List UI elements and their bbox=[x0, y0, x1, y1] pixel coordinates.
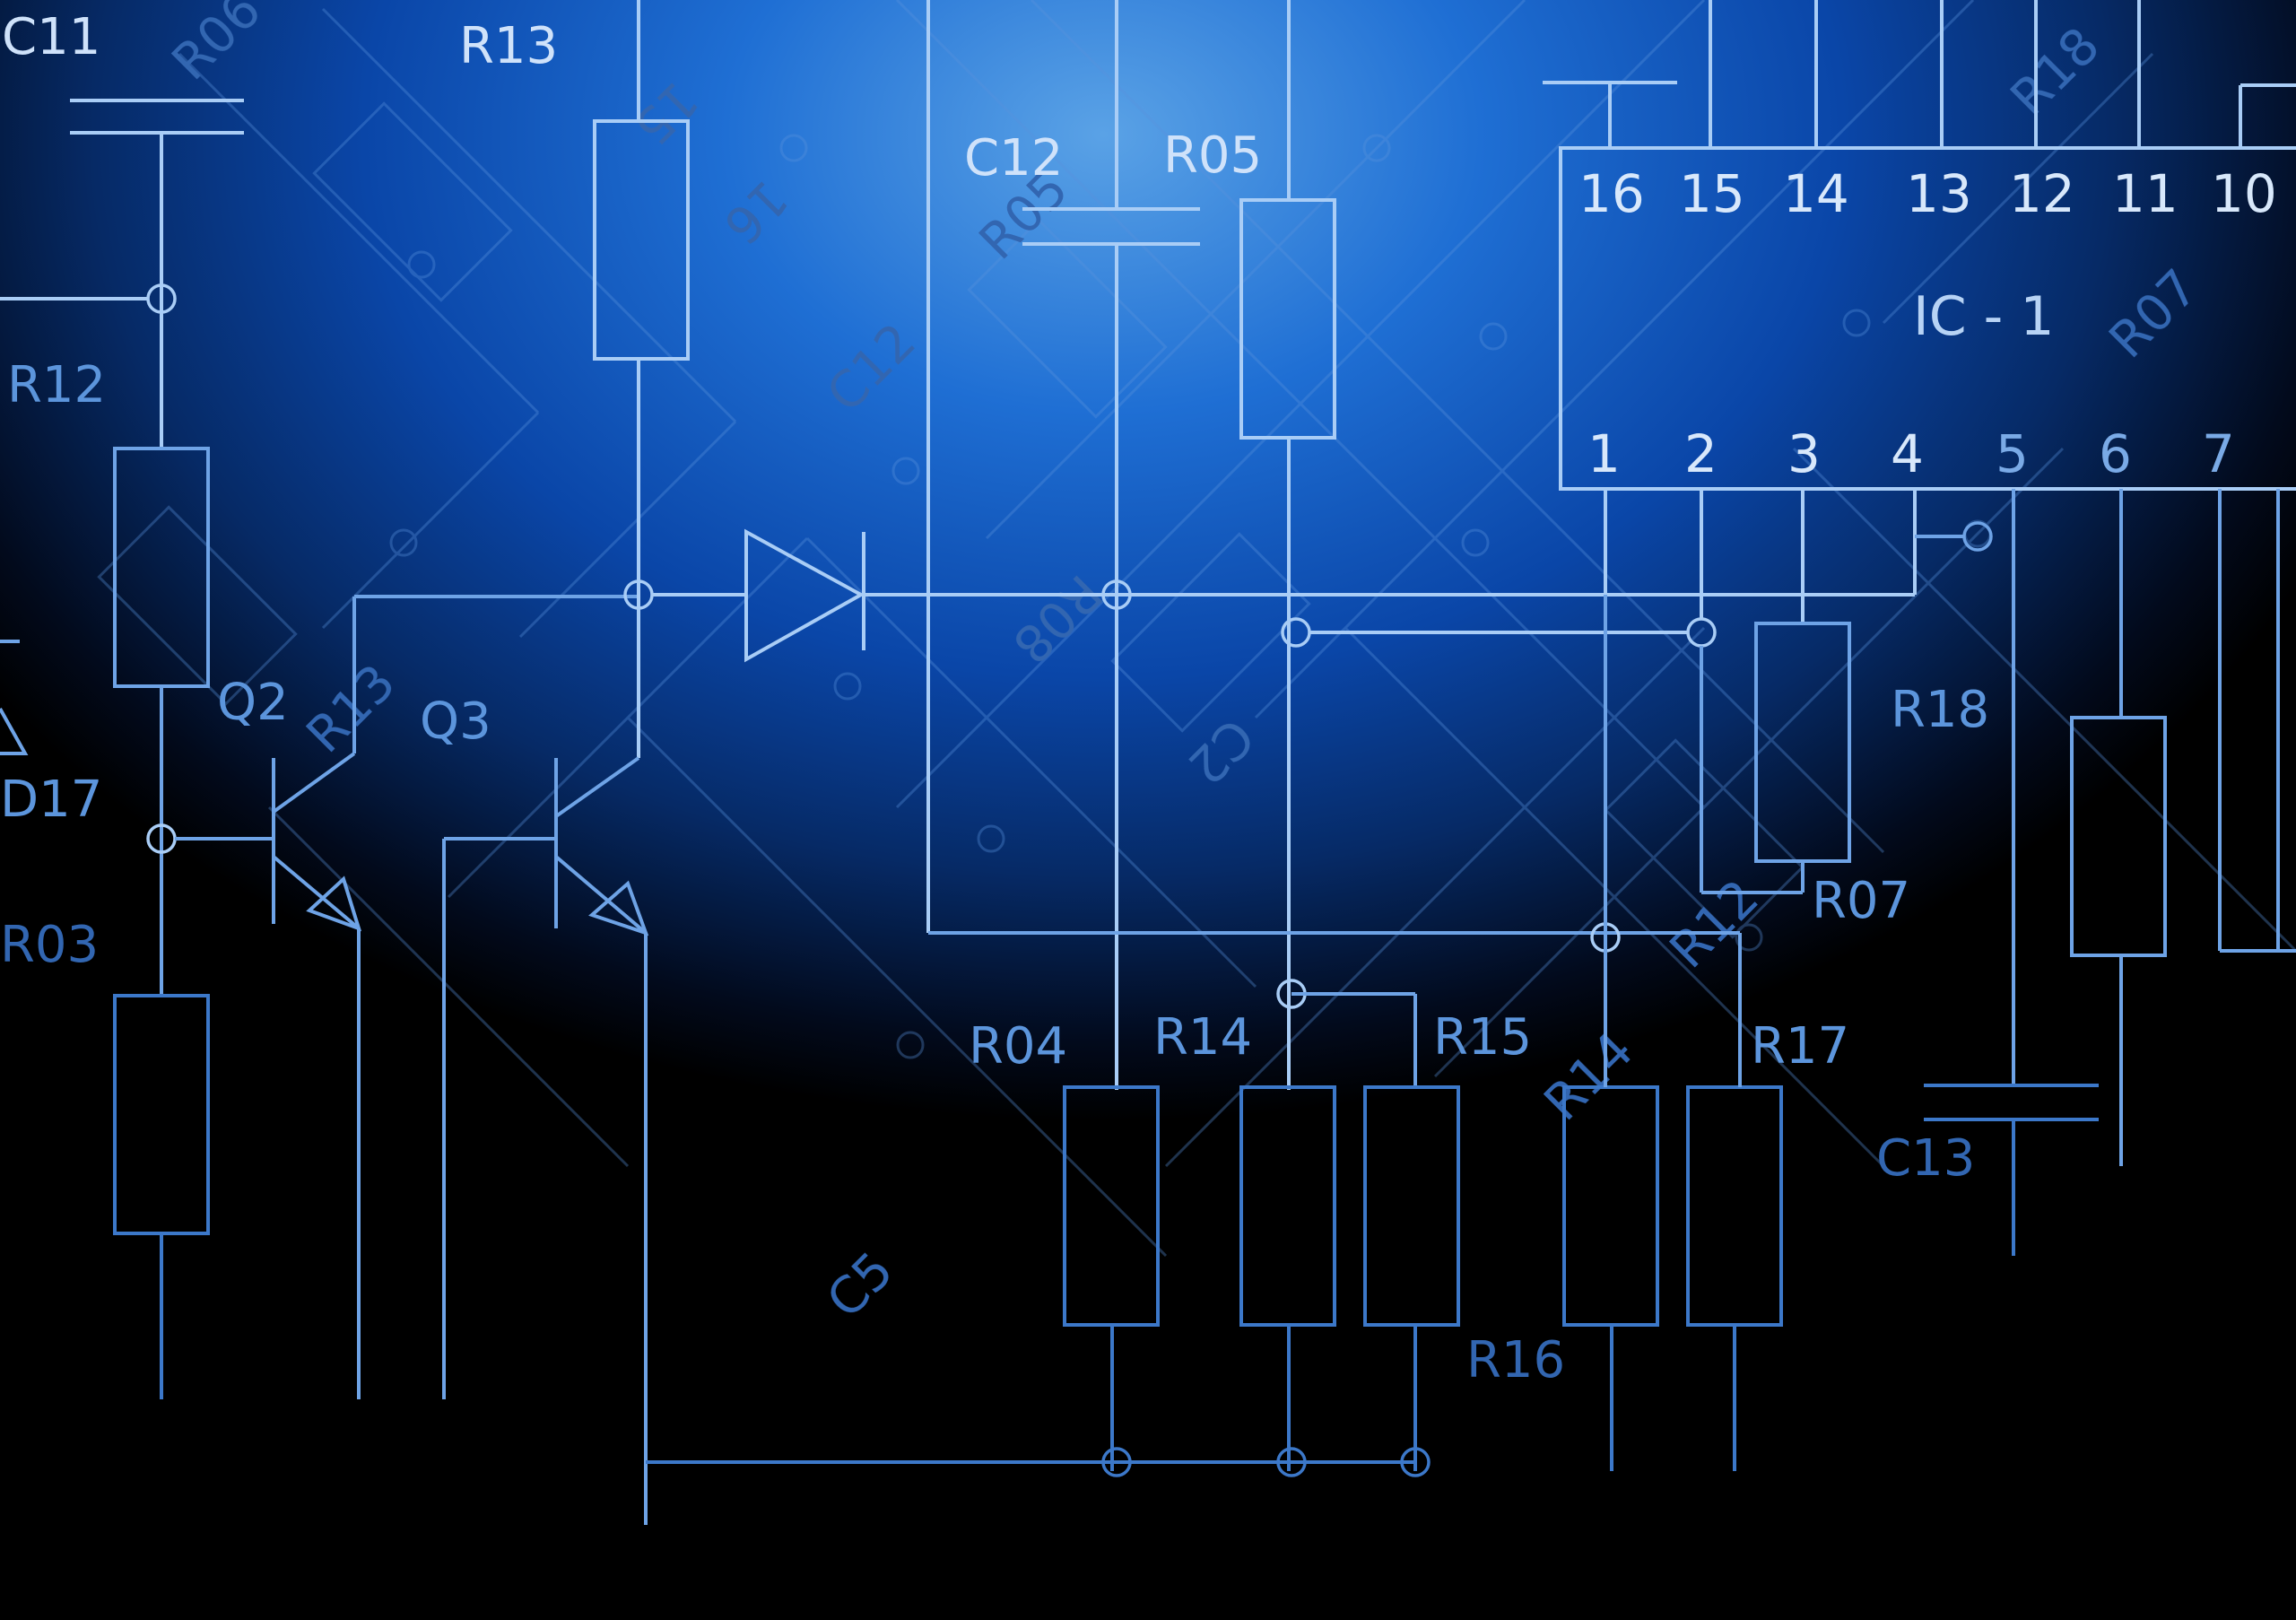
resistor-r03 bbox=[113, 994, 210, 1235]
resistor-r12 bbox=[113, 447, 210, 688]
transistor-q3 bbox=[442, 756, 649, 1525]
label-r05: R05 bbox=[1163, 126, 1262, 185]
label-r07: R07 bbox=[1812, 872, 1910, 930]
ic-pin-12: 12 bbox=[2009, 163, 2075, 224]
ic-pin-15: 15 bbox=[1679, 163, 1745, 224]
ic-pin-11: 11 bbox=[2112, 163, 2179, 224]
ic-pin-2: 2 bbox=[1684, 423, 1718, 484]
bg-label-r13: R13 bbox=[296, 653, 407, 764]
bg-label-15: 15 bbox=[622, 70, 709, 156]
ic-pin-3: 3 bbox=[1787, 423, 1821, 484]
ic-pin-labels: 16 15 14 13 12 11 10 IC - 1 1 2 3 4 5 6 … bbox=[1578, 163, 2277, 484]
resistor-r15 bbox=[1363, 1085, 1460, 1327]
bg-label-r07: R07 bbox=[2099, 258, 2210, 370]
label-r18: R18 bbox=[1891, 681, 1989, 739]
center-bus bbox=[926, 0, 1915, 1090]
ic-pin-16: 16 bbox=[1578, 163, 1645, 224]
label-q3: Q3 bbox=[420, 692, 491, 751]
label-c11: C11 bbox=[2, 8, 100, 66]
label-q2: Q2 bbox=[217, 674, 289, 732]
right-branch bbox=[1700, 489, 2296, 1256]
ic-pin-10: 10 bbox=[2211, 163, 2277, 224]
ic-pin-7: 7 bbox=[2202, 423, 2235, 484]
bg-label-c12: C12 bbox=[816, 312, 927, 423]
transistor-q2 bbox=[272, 595, 639, 1399]
resistor-r13 bbox=[593, 119, 690, 361]
ic-pin-4: 4 bbox=[1891, 423, 1924, 484]
label-r16: R16 bbox=[1466, 1331, 1565, 1389]
label-r03: R03 bbox=[0, 916, 99, 974]
ic-pin-1: 1 bbox=[1587, 423, 1621, 484]
label-c13: C13 bbox=[1876, 1129, 1975, 1188]
bg-label-r14: R14 bbox=[1534, 1021, 1645, 1132]
bg-label-c2: C2 bbox=[1176, 707, 1265, 796]
ic-pin-13: 13 bbox=[1906, 163, 1972, 224]
label-r13: R13 bbox=[459, 17, 558, 75]
ic-pin-5: 5 bbox=[1996, 423, 2029, 484]
resistor-r17 bbox=[1686, 1085, 1783, 1327]
ic-pin-14: 14 bbox=[1783, 163, 1849, 224]
r13-branch bbox=[593, 0, 746, 758]
label-r14: R14 bbox=[1153, 1008, 1252, 1067]
bg-label-r12: R12 bbox=[1659, 868, 1770, 980]
label-r12: R12 bbox=[7, 356, 106, 414]
bottom-resistor-bank bbox=[646, 498, 1783, 1477]
label-d17: D17 bbox=[0, 771, 102, 829]
left-branch bbox=[0, 99, 274, 1399]
resistor-r04 bbox=[1063, 1085, 1160, 1327]
bg-label-r06: R06 bbox=[161, 0, 273, 91]
bg-label-r08: R08 bbox=[1001, 563, 1112, 675]
ic-pin-6: 6 bbox=[2099, 423, 2132, 484]
label-c12: C12 bbox=[964, 129, 1063, 187]
bg-label-c5: C5 bbox=[816, 1241, 905, 1330]
bg-label-16: 16 bbox=[712, 169, 798, 255]
ic-name: IC - 1 bbox=[1913, 285, 2055, 348]
ic-1-chip bbox=[1543, 0, 2296, 1085]
label-r17: R17 bbox=[1751, 1017, 1849, 1076]
component-labels: C11 R13 C12 R05 R12 Q2 Q3 D17 R03 R18 R0… bbox=[0, 8, 1989, 1389]
label-r04: R04 bbox=[969, 1017, 1067, 1076]
resistor-r07 bbox=[2070, 716, 2167, 957]
label-r15: R15 bbox=[1433, 1008, 1532, 1067]
resistor-r14 bbox=[1239, 1085, 1336, 1327]
diode bbox=[744, 528, 1103, 663]
